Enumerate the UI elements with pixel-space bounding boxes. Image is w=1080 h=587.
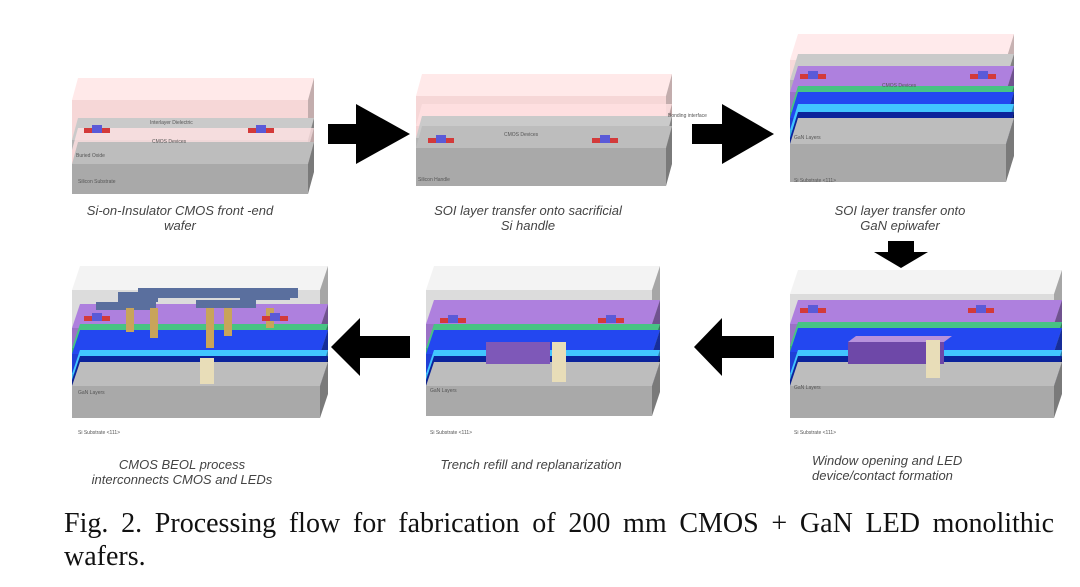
wafer-layer	[72, 164, 308, 194]
layer-label: Si Substrate <111>	[78, 430, 120, 436]
wafer-layer	[790, 66, 1014, 92]
wafer-layer	[72, 142, 314, 164]
layer-label: Si Substrate <111>	[430, 430, 472, 436]
cmos-device	[600, 135, 610, 143]
cmos-device	[976, 305, 986, 313]
led-contact	[926, 340, 940, 378]
wafer-layer	[790, 300, 1062, 324]
wafer-layer	[790, 34, 1014, 60]
flow-arrow-down	[874, 241, 928, 268]
layer-label: Interlayer Dielectric	[150, 120, 193, 126]
wafer-layer	[1006, 118, 1014, 182]
cmos-device	[978, 71, 988, 79]
caption-line: interconnects CMOS and LEDs	[91, 472, 273, 487]
caption-line: Si handle	[500, 218, 556, 233]
layer-label: Silicon Handle	[418, 177, 450, 183]
layer-label: Si Substrate <111>	[794, 430, 836, 436]
caption-line: Si-on-Insulator CMOS front -end	[86, 203, 274, 218]
wafer-layer	[416, 126, 672, 148]
wafer-layer	[790, 386, 1054, 418]
layer-label: CMOS Devices	[152, 139, 187, 145]
step-caption: SOI layer transfer onto GaN epiwafer	[790, 203, 1010, 233]
led-mesa	[486, 342, 550, 364]
cmos-device	[270, 313, 280, 321]
layer-label: GaN Layers	[430, 388, 457, 394]
layer-label: Silicon Substrate	[78, 179, 116, 185]
flow-arrow-left	[331, 318, 410, 376]
cmos-device	[436, 135, 446, 143]
cmos-device	[808, 305, 818, 313]
interconnect-metal	[240, 292, 290, 300]
interconnect-metal	[196, 300, 256, 308]
wafer-layer	[666, 126, 672, 186]
cmos-device	[448, 315, 458, 323]
layer-label: Si Substrate <111>	[794, 178, 836, 184]
caption-line: SOI layer transfer onto	[834, 203, 966, 218]
step-caption: Window opening and LED device/contact fo…	[790, 453, 1022, 483]
interconnect-metal	[96, 302, 156, 310]
flow-arrow-right	[328, 104, 410, 164]
caption-line: CMOS BEOL process	[118, 457, 246, 472]
interconnect-via	[224, 308, 232, 336]
wafer-layer	[72, 386, 320, 418]
wafer-layer	[790, 144, 1006, 182]
layer-label: CMOS Devices	[504, 132, 539, 138]
caption-line: SOI layer transfer onto sacrificial	[434, 203, 622, 218]
interconnect-metal	[138, 288, 298, 298]
wafer-layer	[426, 362, 660, 386]
wafer-layer	[416, 148, 666, 186]
caption-line: wafer	[164, 218, 196, 233]
interconnect-via	[150, 308, 158, 338]
caption-line: GaN epiwafer	[860, 218, 940, 233]
step-caption: CMOS BEOL process interconnects CMOS and…	[62, 457, 302, 487]
wafer-layer	[416, 74, 672, 96]
wafer-layer	[72, 78, 314, 100]
caption-line: Window opening and LED	[812, 453, 963, 468]
figure-caption: Fig. 2. Processing flow for fabrication …	[64, 508, 1054, 572]
flow-arrow-right	[692, 104, 774, 164]
wafer-layer	[426, 386, 652, 416]
step-caption: Trench refill and replanarization	[416, 457, 646, 472]
step-caption: Si-on-Insulator CMOS front -end wafer	[70, 203, 290, 233]
wafer-layer	[72, 266, 328, 290]
layer-label: GaN Layers	[78, 390, 105, 396]
layer-label: Buried Oxide	[76, 153, 105, 159]
caption-line: Trench refill and replanarization	[440, 457, 622, 472]
cmos-device	[92, 125, 102, 133]
wafer-layer	[308, 142, 314, 194]
interconnect-via	[206, 308, 214, 348]
cmos-device	[808, 71, 818, 79]
wafer-layer	[426, 266, 660, 290]
wafer-layer	[320, 362, 328, 418]
process-flow-diagram: Interlayer Dielectric CMOS Devices Burie…	[72, 34, 1062, 436]
flow-arrow-left	[694, 318, 774, 376]
layer-label: Bonding interface	[668, 113, 707, 119]
wafer-layer	[790, 118, 1014, 144]
led-contact	[200, 358, 214, 384]
cmos-device	[256, 125, 266, 133]
caption-line: device/contact formation	[812, 468, 953, 483]
wafer-layer	[72, 330, 328, 354]
layer-label: CMOS Devices	[882, 83, 917, 89]
layer-label: GaN Layers	[794, 135, 821, 141]
layer-label: GaN Layers	[794, 385, 821, 391]
wafer-layer	[1054, 362, 1062, 418]
step-caption: SOI layer transfer onto sacrificial Si h…	[408, 203, 648, 233]
wafer-layer	[790, 270, 1062, 294]
led-contact	[552, 342, 566, 382]
wafer-layer	[652, 362, 660, 416]
led-mesa	[848, 342, 944, 364]
cmos-device	[92, 313, 102, 321]
cmos-device	[606, 315, 616, 323]
interconnect-via	[126, 308, 134, 332]
